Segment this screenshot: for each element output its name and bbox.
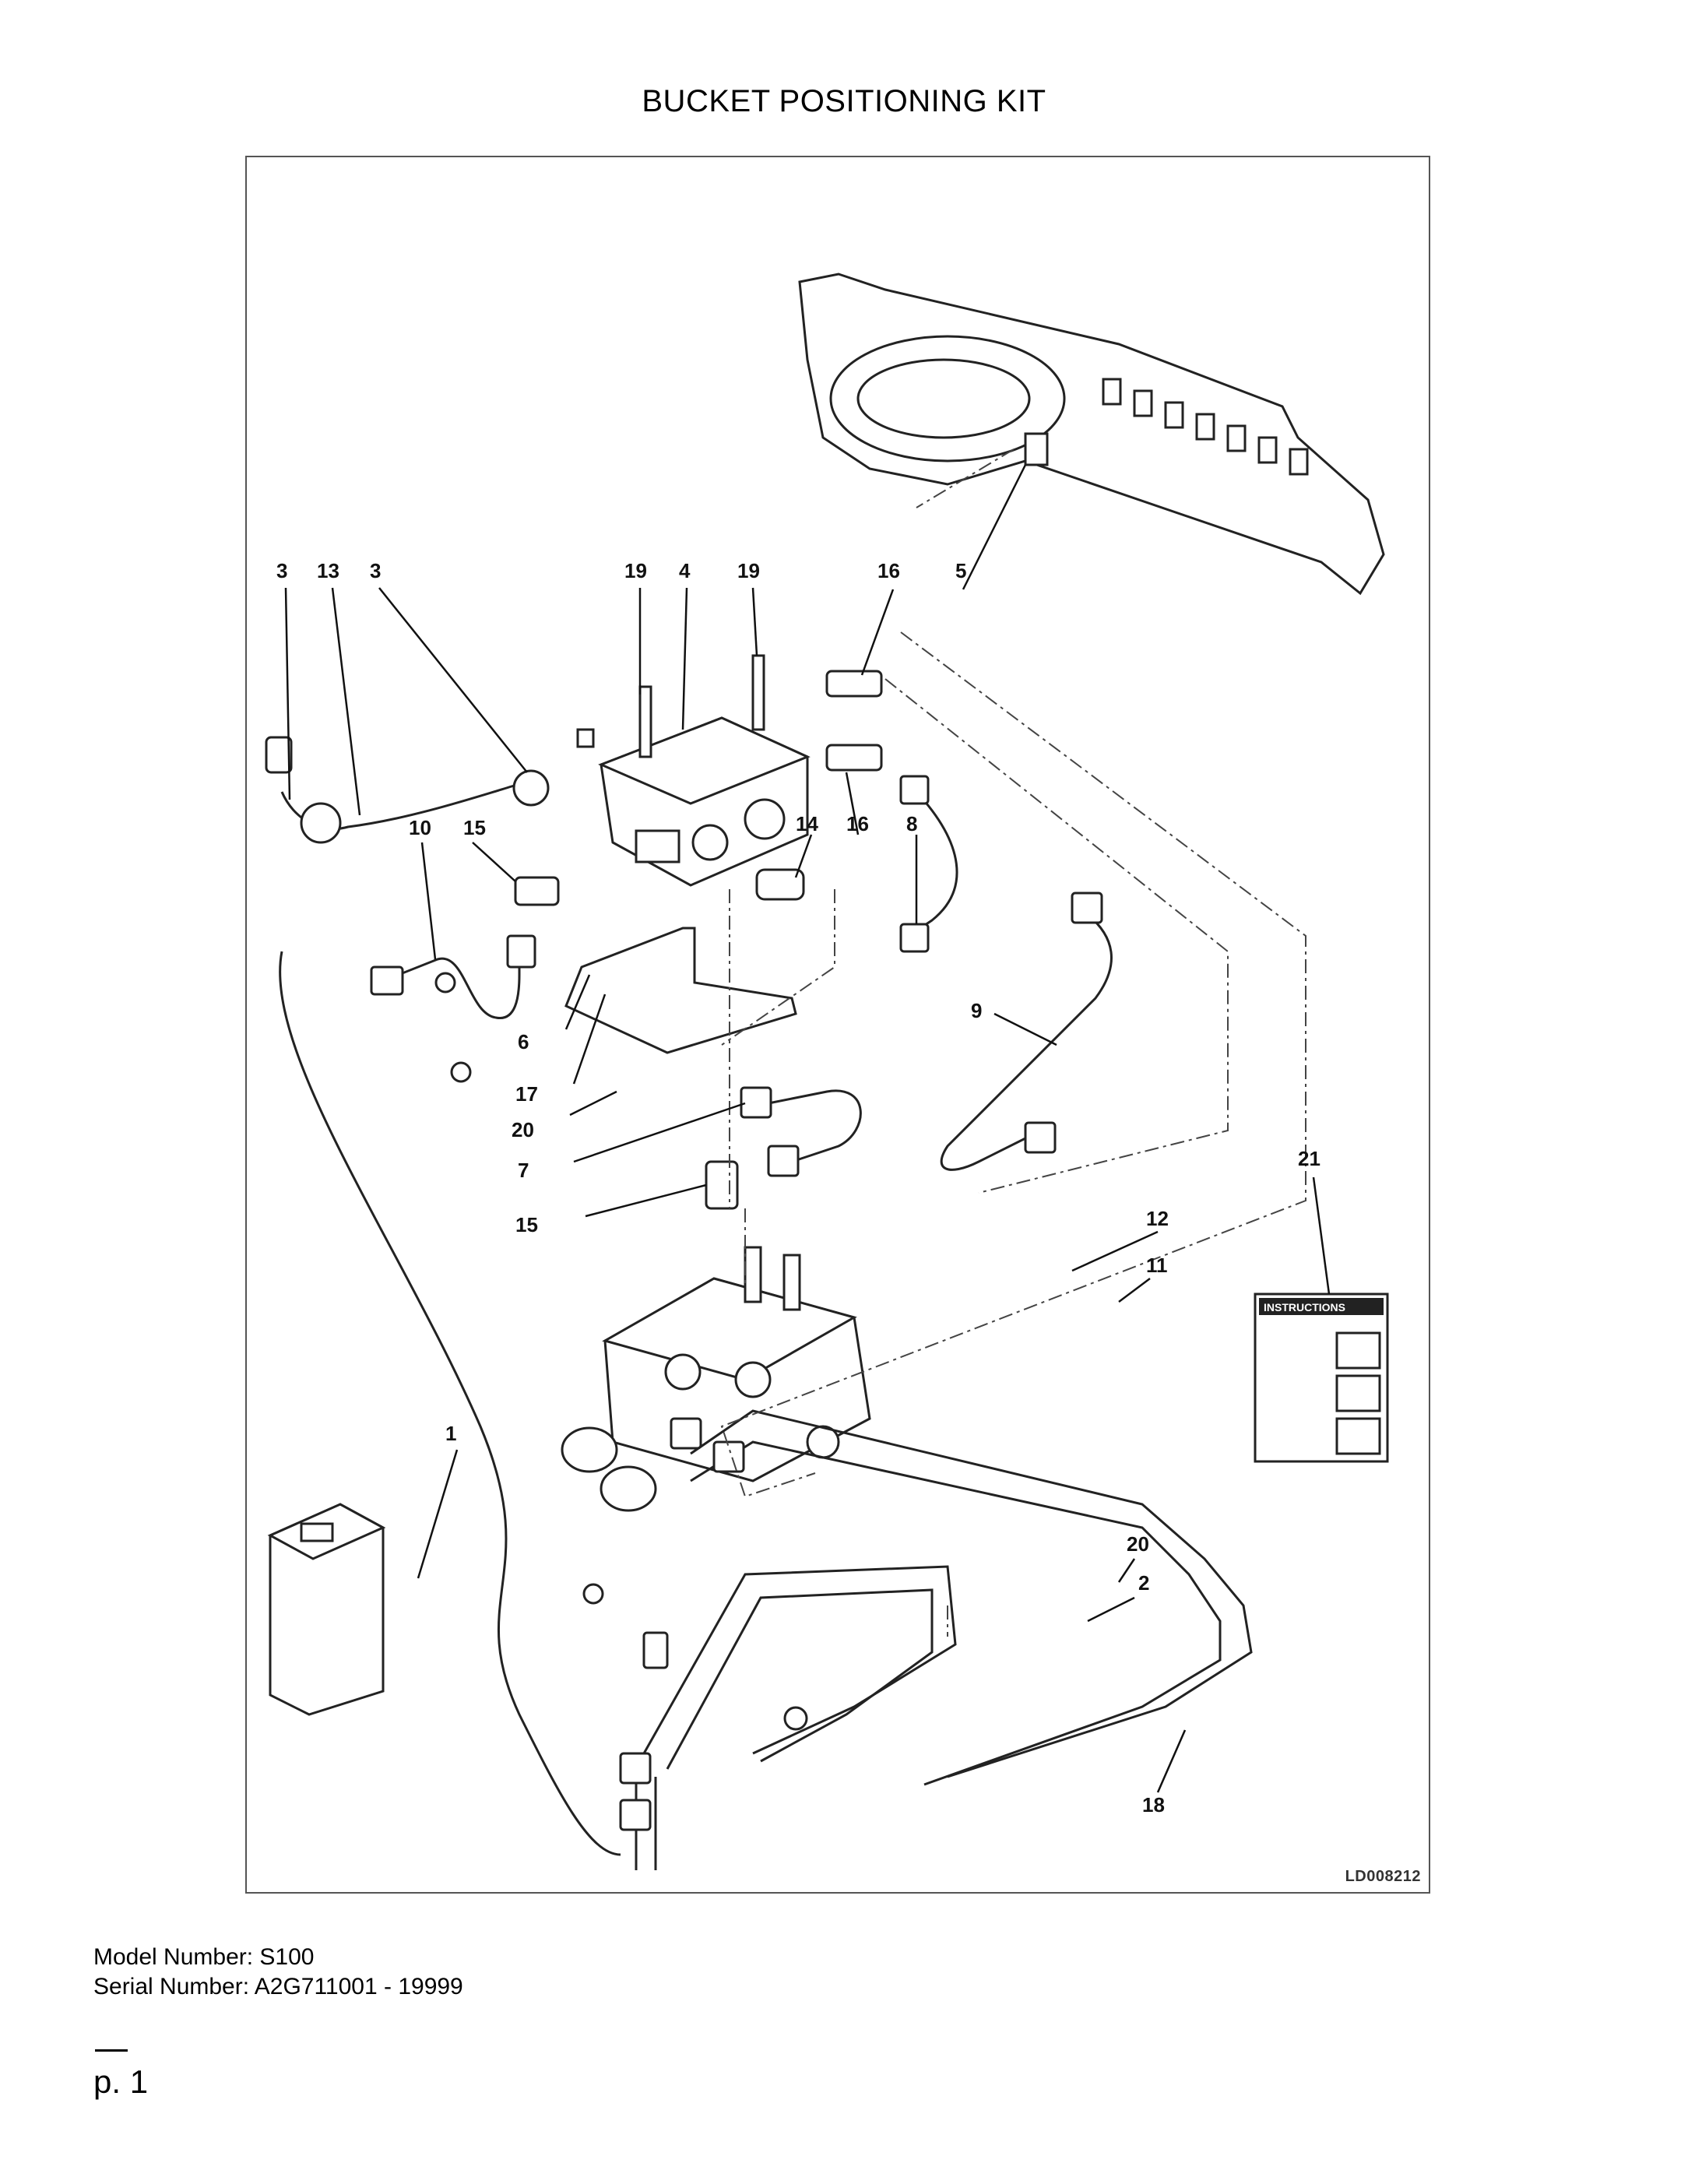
- exploded-view-illustration: INSTRUCTIONS: [265, 273, 1389, 1870]
- tube-8: [908, 790, 958, 937]
- tube-10: [388, 951, 521, 1019]
- tube-9: [940, 907, 1113, 1171]
- curve-line: [279, 951, 621, 1856]
- mounting-bracket: [564, 927, 797, 1054]
- callout-19b: 19: [737, 559, 760, 582]
- document-metadata: Model Number: S100 Serial Number: A2G711…: [93, 1943, 463, 2002]
- callout-10: 10: [409, 816, 431, 839]
- callout-20a: 20: [512, 1118, 534, 1141]
- callout-20b: 20: [1127, 1532, 1149, 1556]
- callout-4: 4: [679, 559, 691, 582]
- callout-6: 6: [518, 1030, 529, 1053]
- callout-21: 21: [1298, 1147, 1321, 1170]
- callout-18: 18: [1142, 1793, 1165, 1816]
- page-number: p. 1: [93, 2063, 149, 2100]
- callout-3b: 3: [370, 559, 381, 582]
- callout-19a: 19: [624, 559, 647, 582]
- switch-part-5: [1024, 432, 1049, 466]
- callout-11: 11: [1146, 1254, 1168, 1277]
- callout-2: 2: [1138, 1571, 1149, 1595]
- leader-lines: [284, 464, 1331, 1793]
- callout-15a: 15: [463, 816, 486, 839]
- callout-15b: 15: [515, 1213, 538, 1236]
- callout-16b: 16: [846, 812, 869, 835]
- figure-code: LD008212: [1345, 1868, 1421, 1885]
- tube-7: [768, 1089, 862, 1163]
- callout-14: 14: [796, 812, 818, 835]
- instructions-label: INSTRUCTIONS: [1264, 1301, 1345, 1314]
- callout-13: 13: [317, 559, 339, 582]
- page-rule: [95, 2049, 128, 2052]
- valve-block: [576, 716, 811, 887]
- instructions-sheet: INSTRUCTIONS: [1254, 1292, 1389, 1463]
- callout-12: 12: [1146, 1207, 1169, 1230]
- callout-3a: 3: [276, 559, 287, 582]
- callout-7: 7: [518, 1159, 529, 1182]
- callout-5: 5: [955, 559, 966, 582]
- callout-9: 9: [971, 999, 982, 1022]
- kit-box: [267, 1503, 386, 1716]
- tube-assembly: [619, 1409, 1253, 1870]
- dashboard-panel: [798, 273, 1385, 596]
- serial-number: Serial Number: A2G711001 - 19999: [93, 1974, 463, 1999]
- parts-diagram: INSTRUCTIONS: [245, 156, 1430, 1894]
- callout-16a: 16: [877, 559, 900, 582]
- callout-8: 8: [906, 812, 917, 835]
- page-title: BUCKET POSITIONING KIT: [642, 84, 1046, 118]
- callout-1: 1: [445, 1422, 456, 1445]
- model-number: Model Number: S100: [93, 1944, 315, 1970]
- callout-17: 17: [515, 1082, 538, 1106]
